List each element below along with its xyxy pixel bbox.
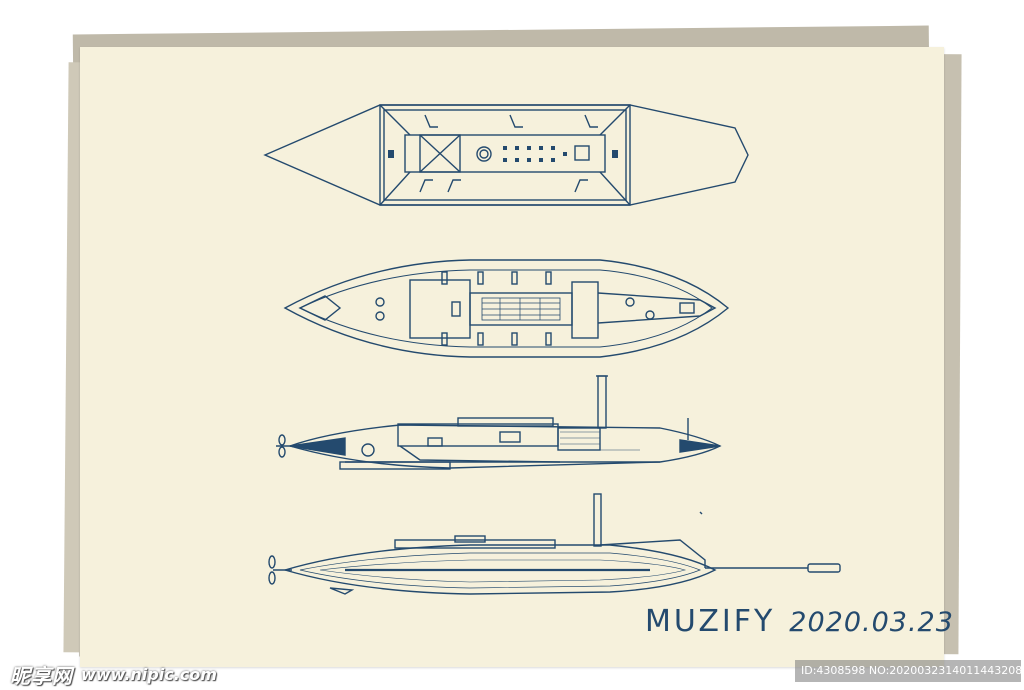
signature-date: 2020.03.23 <box>789 607 954 638</box>
interior-plan-view <box>283 259 730 358</box>
section-profile-view <box>276 375 722 470</box>
image-id-watermark: ID:4308598 NO:20200323140114432083 <box>795 660 1021 682</box>
signature-name: MUZIFY <box>645 604 776 639</box>
watermark-brand: 昵享网 <box>10 663 73 688</box>
exterior-elevation-view <box>268 493 841 595</box>
site-watermark: 昵享网 www.nipic.com <box>10 660 217 688</box>
watermark-url: www.nipic.com <box>81 664 217 684</box>
deck-plan-view <box>263 104 749 206</box>
artist-signature: MUZIFY 2020.03.23 <box>645 604 954 644</box>
